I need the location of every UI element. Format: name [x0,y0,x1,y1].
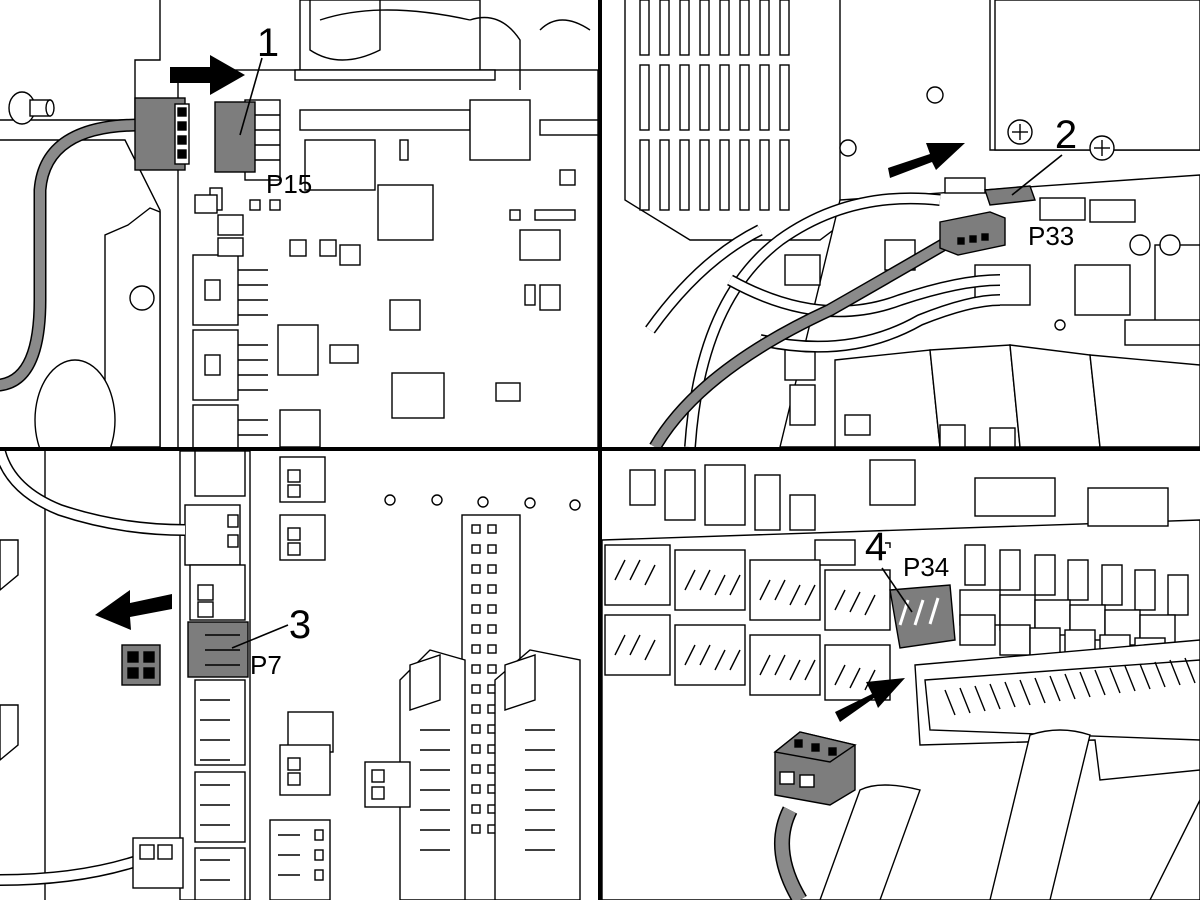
connector-label-p34: P34 [903,552,949,582]
insert-arrow-icon [888,143,965,178]
panel-4 [602,459,1200,900]
connector-label-p15: P15 [266,169,312,199]
step-number-4: 4 [865,525,887,569]
insert-arrow-icon [835,678,905,722]
panel-1 [0,0,598,447]
connector-label-p33: P33 [1028,221,1074,251]
step-number-1: 1 [257,21,279,65]
step-number-3: 3 [289,603,311,647]
p7-removed-connector [121,644,161,686]
connector-label-p7: P7 [250,650,282,680]
panel-2 [624,0,1200,447]
insert-arrow-icon [170,55,245,95]
p33-board-header [984,185,1036,206]
step-number-2: 2 [1055,113,1077,157]
p33-cable-connector [939,211,1006,256]
panel-3 [0,451,581,900]
remove-arrow-icon [95,590,172,630]
p15-board-connector [214,101,256,173]
